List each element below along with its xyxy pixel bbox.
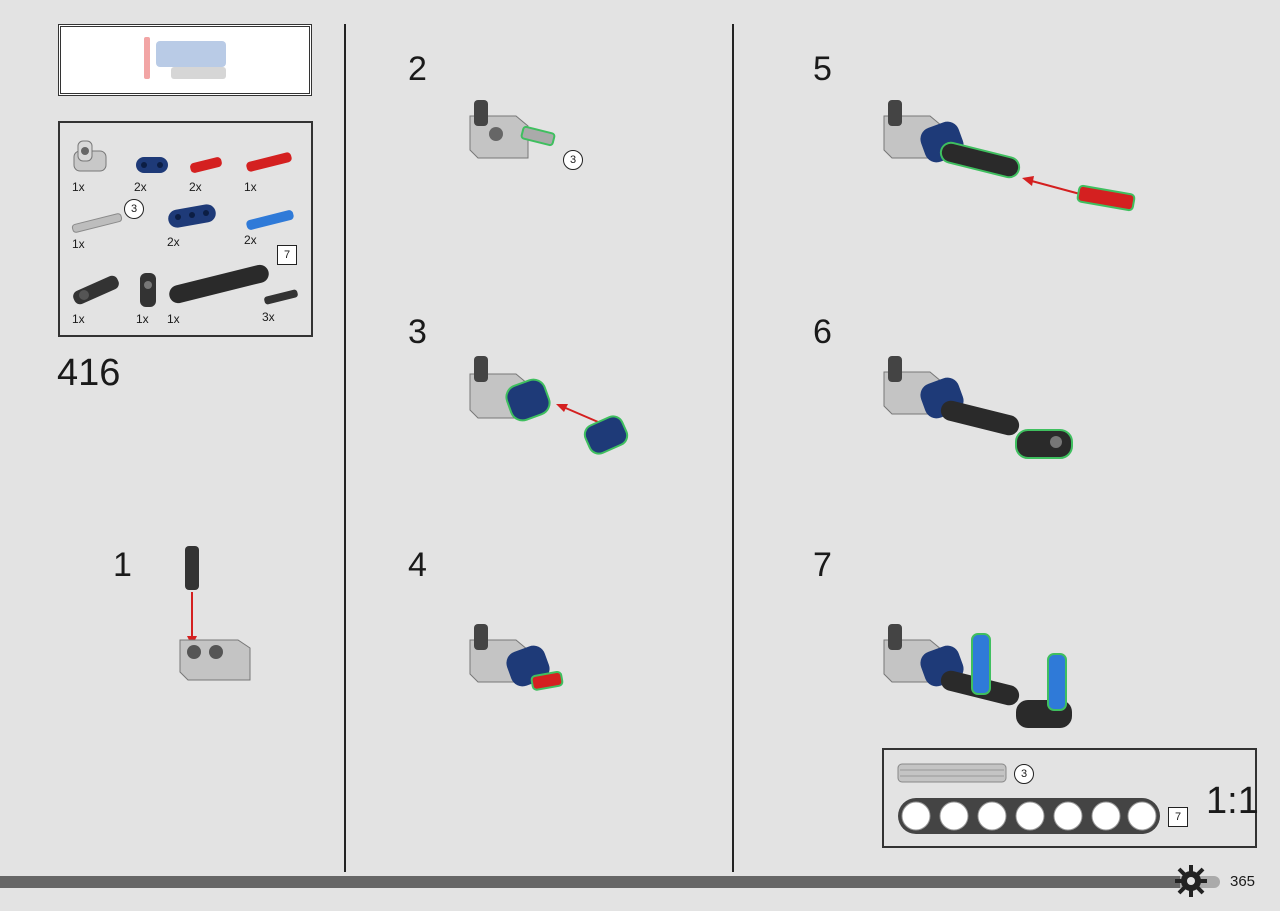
step-1-illustration (179, 546, 251, 681)
scale-beam-icon (898, 798, 1160, 834)
submodel-preview-box (58, 24, 312, 96)
scale-label: 1:1 (1206, 780, 1259, 822)
part-qty: 1x (244, 180, 257, 194)
part-qty: 2x (167, 235, 180, 249)
gear-icon (1175, 865, 1207, 897)
step-5-illustration (883, 100, 1136, 212)
page-number: 365 (1230, 873, 1256, 890)
part-grey-axle-icon (71, 213, 123, 233)
step-3-illustration (469, 356, 629, 455)
step-2-length-callout: 3 (563, 150, 583, 170)
length-callout-square: 7 (277, 245, 297, 265)
part-qty: 1x (136, 312, 149, 326)
part-qty: 2x (189, 180, 202, 194)
step-number-7: 7 (813, 546, 832, 584)
column-divider-right (732, 24, 734, 872)
step-number-4: 4 (408, 546, 427, 584)
part-qty: 3x (262, 310, 275, 324)
part-angle-connector-icon (73, 140, 107, 172)
part-black-connector-icon (73, 275, 119, 305)
part-qty: 2x (134, 180, 147, 194)
step-number-1: 1 (113, 546, 132, 584)
part-black-bush-icon (140, 273, 156, 307)
part-blue-pin-icon (246, 210, 294, 230)
step-number-3: 3 (408, 313, 427, 351)
part-red-long-pin-icon (246, 152, 292, 172)
part-red-pin-icon (190, 157, 222, 173)
part-qty: 1x (167, 312, 180, 326)
part-qty: 1x (72, 312, 85, 326)
part-qty: 2x (244, 233, 257, 247)
step-number-2: 2 (408, 50, 427, 88)
part-qty: 1x (72, 237, 85, 251)
parts-list-box: 1x 2x 2x 1x 3 1x 2x 2x 7 1x 1x 1x 3x (58, 121, 313, 337)
footer-bar (0, 876, 1180, 888)
scale-axle-icon (897, 763, 1007, 783)
part-black-pin-icon (264, 289, 298, 305)
part-blue-beam3-icon (168, 204, 216, 228)
step-number-5: 5 (813, 50, 832, 88)
page-label: 416 (57, 352, 121, 394)
column-divider-left (344, 24, 346, 872)
part-blue-beam2-icon (136, 157, 168, 173)
step-7-illustration (883, 624, 1072, 728)
part-qty: 1x (72, 180, 85, 194)
step-2-illustration (469, 100, 556, 159)
step-4-illustration (469, 624, 564, 691)
length-callout-circle: 3 (124, 199, 144, 219)
part-black-beam7-icon (169, 264, 269, 304)
scale-axle-length: 3 (1014, 764, 1034, 784)
step-6-illustration (883, 356, 1073, 459)
step-number-6: 6 (813, 313, 832, 351)
scale-reference-box: 3 7 1:1 (882, 748, 1259, 848)
scale-beam-length: 7 (1168, 807, 1188, 827)
submodel-preview-image (144, 37, 226, 79)
